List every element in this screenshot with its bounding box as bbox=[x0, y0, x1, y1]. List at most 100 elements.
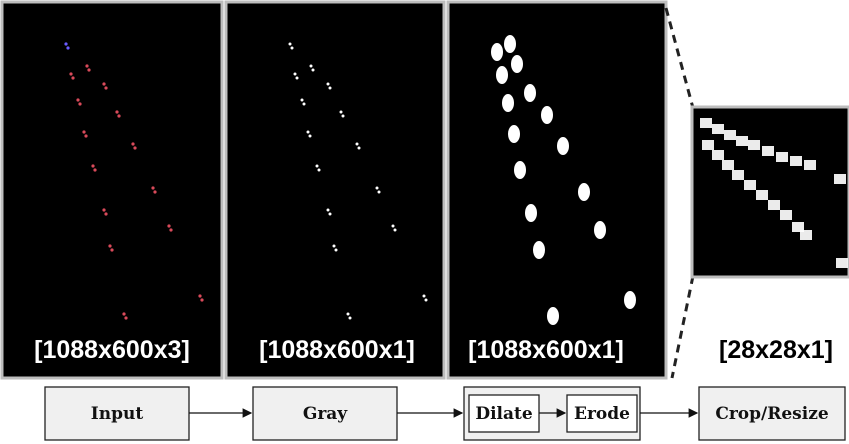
gray-dimensions-label: [1088x600x1] bbox=[259, 336, 415, 364]
crop-pixel bbox=[748, 140, 760, 150]
light-dot bbox=[167, 224, 171, 228]
light-dot bbox=[87, 68, 91, 72]
gray-dot bbox=[326, 208, 330, 212]
crop-pixel bbox=[724, 130, 736, 140]
light-dot bbox=[71, 76, 75, 80]
gray-dot bbox=[341, 114, 345, 118]
crop-pixel bbox=[736, 136, 748, 146]
morph-blob bbox=[533, 241, 545, 259]
gray-dot bbox=[332, 244, 336, 248]
light-dot bbox=[85, 64, 89, 68]
light-dot bbox=[117, 114, 121, 118]
crop-pixel bbox=[792, 222, 804, 232]
light-dot bbox=[153, 190, 157, 194]
gray-dot bbox=[326, 82, 330, 86]
gray-dot bbox=[422, 294, 426, 298]
light-dot bbox=[78, 102, 82, 106]
morph-blob bbox=[594, 221, 606, 239]
crop-pixel bbox=[756, 190, 768, 200]
gray-dot bbox=[355, 142, 359, 146]
light-dot bbox=[93, 168, 97, 172]
gray-dot bbox=[308, 134, 312, 138]
crop-step-label: Crop/Resize bbox=[715, 404, 829, 424]
erode-step-box bbox=[566, 394, 638, 433]
crop-pixel bbox=[732, 170, 744, 180]
morph-blob bbox=[514, 161, 526, 179]
morph-image-panel: [1088x600x1] bbox=[446, 0, 668, 380]
gray-dot bbox=[315, 164, 319, 168]
morph-blob bbox=[541, 106, 553, 124]
crop-pixel bbox=[804, 160, 816, 170]
crop-pixel bbox=[780, 210, 792, 220]
light-dot bbox=[122, 312, 126, 316]
gray-dot bbox=[339, 110, 343, 114]
input-light-dots bbox=[64, 42, 204, 320]
gray-dot bbox=[317, 168, 321, 172]
input-step-label: Input bbox=[91, 404, 144, 424]
gray-dot bbox=[309, 64, 313, 68]
crop-pixel bbox=[702, 140, 714, 150]
morph-blob bbox=[624, 291, 636, 309]
gray-dot bbox=[300, 98, 304, 102]
gray-dot bbox=[334, 248, 338, 252]
input-step-box bbox=[44, 386, 190, 441]
morph-blob bbox=[502, 94, 514, 112]
gray-dot bbox=[348, 316, 352, 320]
crop-pixel bbox=[776, 152, 788, 162]
crop-dimensions-label: [28x28x1] bbox=[719, 336, 833, 364]
light-dot bbox=[200, 298, 204, 302]
gray-dot bbox=[328, 212, 332, 216]
crop-pixel bbox=[834, 174, 846, 184]
gray-dot bbox=[393, 228, 397, 232]
gray-dot bbox=[288, 42, 292, 46]
light-dot bbox=[169, 228, 173, 232]
morph-dimensions-label: [1088x600x1] bbox=[468, 336, 624, 364]
light-dot bbox=[133, 146, 137, 150]
light-dot bbox=[151, 186, 155, 190]
gray-dot bbox=[306, 130, 310, 134]
light-dot bbox=[108, 244, 112, 248]
dilate-step-label: Dilate bbox=[475, 404, 533, 424]
light-dot bbox=[76, 98, 80, 102]
morph-blob bbox=[504, 35, 516, 53]
crop-pixel bbox=[790, 156, 802, 166]
morph-blob bbox=[547, 307, 559, 325]
crop-pixel bbox=[712, 124, 724, 134]
light-dot bbox=[69, 72, 73, 76]
light-dot bbox=[104, 212, 108, 216]
morph-blob bbox=[496, 66, 508, 84]
gray-dot bbox=[375, 186, 379, 190]
gray-light-dots bbox=[288, 42, 428, 320]
gray-dot bbox=[293, 72, 297, 76]
zoom-lines bbox=[664, 7, 695, 379]
morph-blob bbox=[578, 183, 590, 201]
gray-dot bbox=[328, 86, 332, 90]
light-dot bbox=[64, 42, 68, 46]
morph-blob bbox=[508, 125, 520, 143]
light-dot bbox=[82, 130, 86, 134]
light-dot bbox=[110, 248, 114, 252]
morph-blob bbox=[524, 84, 536, 102]
light-dot bbox=[102, 82, 106, 86]
gray-image-panel: [1088x600x1] bbox=[224, 0, 446, 380]
crop-step-box bbox=[698, 386, 846, 441]
crop-pixel bbox=[712, 150, 724, 160]
light-dot bbox=[84, 134, 88, 138]
input-image-panel: [1088x600x3] bbox=[0, 0, 224, 380]
morph-blobs bbox=[491, 35, 636, 325]
gray-dot bbox=[424, 298, 428, 302]
light-dot bbox=[198, 294, 202, 298]
crop-pixel bbox=[700, 118, 712, 128]
gray-step-box bbox=[252, 386, 398, 441]
gray-dot bbox=[391, 224, 395, 228]
light-dot bbox=[104, 86, 108, 90]
gray-dot bbox=[290, 46, 294, 50]
light-dot bbox=[66, 46, 70, 50]
gray-dot bbox=[357, 146, 361, 150]
gray-dot bbox=[311, 68, 315, 72]
crop-pixel bbox=[768, 200, 780, 210]
gray-dot bbox=[302, 102, 306, 106]
crop-pixel bbox=[722, 160, 734, 170]
crop-pixel bbox=[744, 180, 756, 190]
input-dimensions-label: [1088x600x3] bbox=[34, 336, 190, 364]
